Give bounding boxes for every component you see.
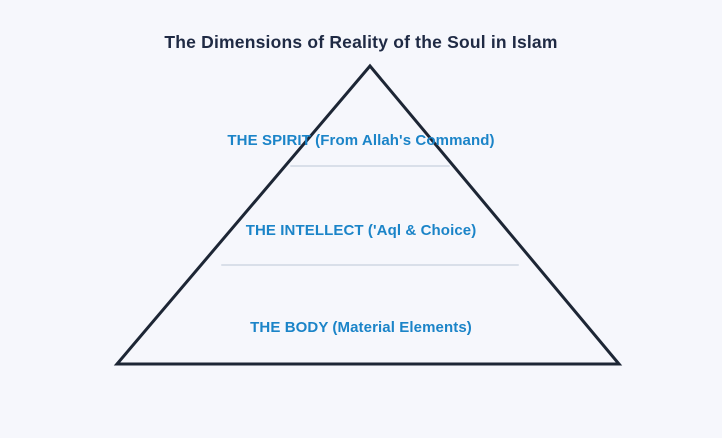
layer-label-spirit: THE SPIRIT (From Allah's Command) [227,132,495,149]
layer-divider-intellect-body [221,264,519,266]
layer-divider-spirit-intellect [290,165,450,167]
diagram-title: The Dimensions of Reality of the Soul in… [164,32,558,52]
layer-label-body: THE BODY (Material Elements) [250,319,472,336]
triangle-outline-shape [113,63,623,366]
layer-label-intellect: THE INTELLECT ('Aql & Choice) [245,222,477,239]
